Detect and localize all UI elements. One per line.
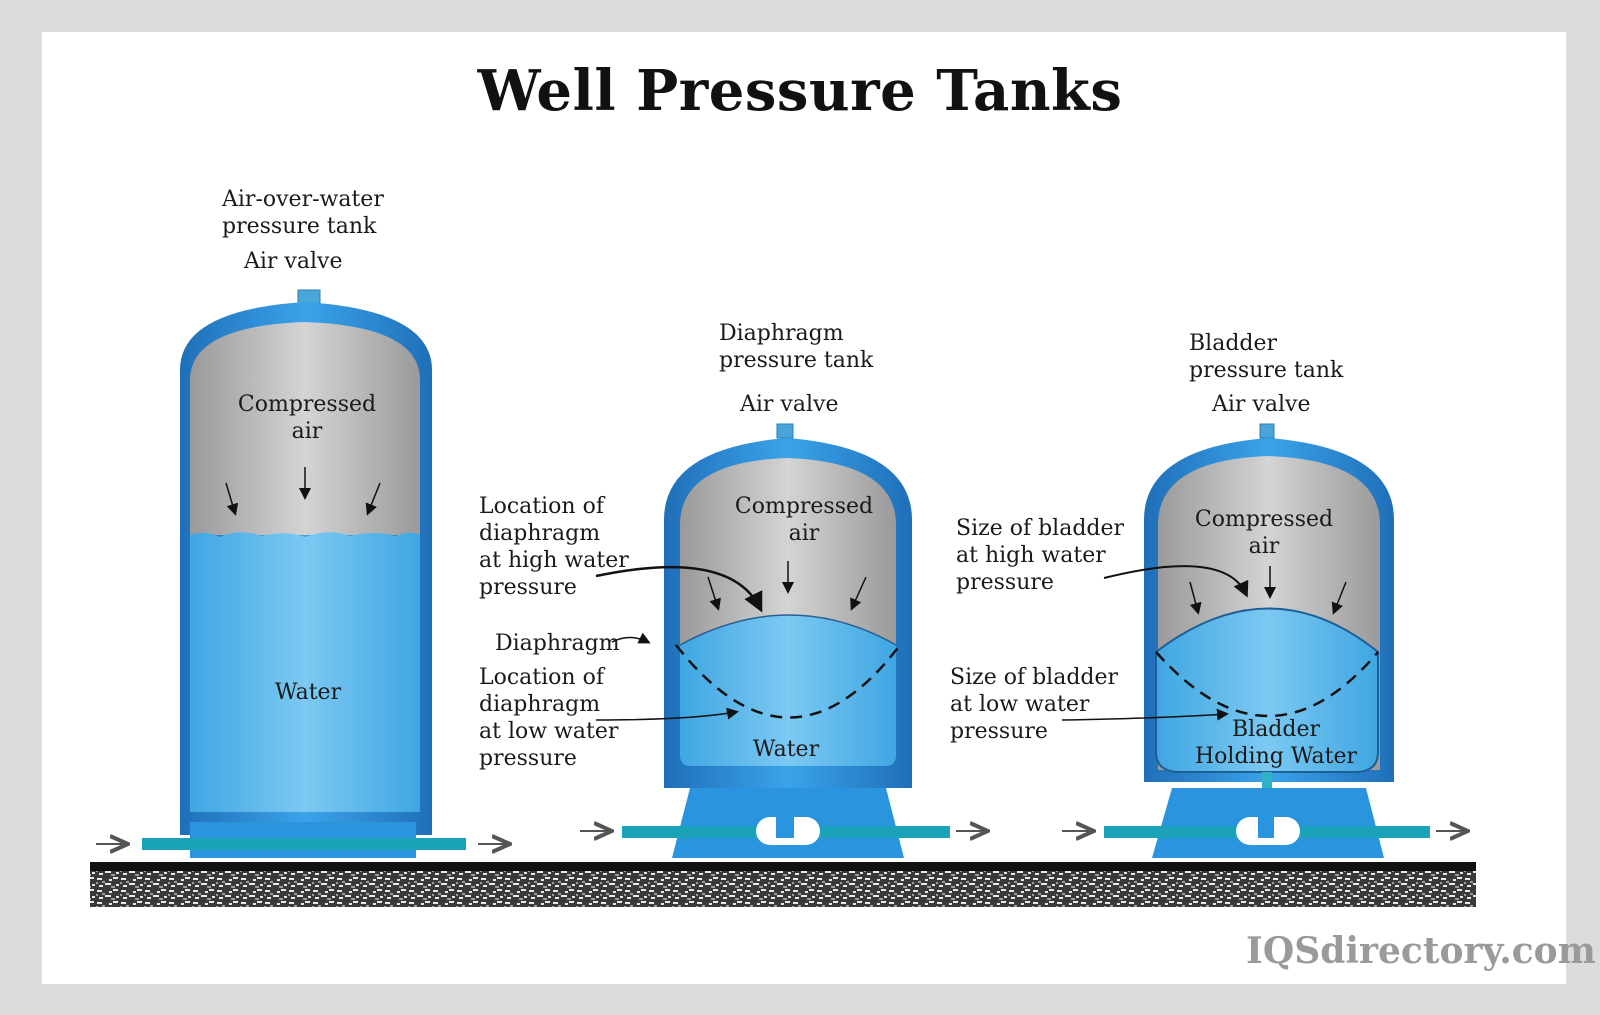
water-zone — [190, 532, 420, 812]
ground-surface — [90, 862, 1476, 871]
tank-name-diaphragm: Diaphragm pressure tank — [719, 321, 874, 373]
pressure-arrow — [365, 482, 381, 516]
gravel-ground — [90, 871, 1476, 907]
base-stem — [776, 812, 794, 838]
diagram-title: Well Pressure Tanks — [477, 58, 1123, 124]
compressed-air-label: Compressed air — [237, 392, 377, 444]
air-valve-cap — [776, 423, 794, 439]
low-pressure-leader — [1061, 708, 1229, 721]
compressed-air-zone — [190, 322, 420, 535]
iqsdirectory-watermark: IQSdirectory.com — [1246, 930, 1596, 972]
pressure-arrow — [225, 482, 239, 516]
water-label: Water — [752, 737, 820, 762]
compressed-air-label: Compressed air — [734, 494, 874, 546]
base-stem — [1258, 812, 1274, 838]
air-valve-label: Air valve — [740, 392, 839, 417]
air-over-water-tank — [96, 289, 508, 858]
compressed-air-zone — [680, 458, 896, 645]
bladder-stem — [1262, 772, 1272, 790]
water-label: Water — [274, 680, 342, 705]
diaphragm-label: Diaphragm — [495, 631, 620, 656]
pressure-arrow — [1331, 581, 1347, 615]
diaphragm-low-label: Location of diaphragm at low water press… — [479, 665, 619, 771]
bladder-water-label: Bladder Holding Water — [1194, 717, 1358, 769]
bladder — [1155, 607, 1379, 773]
pressure-arrow — [850, 576, 867, 611]
diaphragm-low-position — [675, 644, 901, 719]
compressed-air-label: Compressed air — [1194, 507, 1334, 559]
air-valve-label: Air valve — [244, 249, 343, 274]
inlet-outlet-pipe — [142, 838, 466, 850]
high-pressure-leader — [595, 565, 763, 613]
water-zone — [680, 615, 896, 766]
air-valve-cap — [297, 289, 321, 305]
bladder-low-size — [1155, 651, 1379, 718]
pressure-arrow — [1189, 581, 1202, 615]
tank-name-bladder: Bladder pressure tank — [1189, 331, 1344, 383]
air-valve-label: Air valve — [1212, 392, 1311, 417]
high-pressure-leader — [1103, 565, 1249, 598]
diaphragm — [679, 614, 897, 646]
low-pressure-leader — [595, 707, 739, 721]
bladder-low-label: Size of bladder at low water pressure — [950, 665, 1119, 744]
pressure-arrow — [707, 576, 721, 611]
air-valve-cap — [1259, 423, 1275, 439]
bladder-tank — [1061, 423, 1466, 858]
diaphragm-tank — [580, 423, 986, 858]
tank-name-air-over-water: Air-over-water pressure tank — [222, 187, 384, 239]
diaphragm-leader — [611, 632, 651, 644]
diaphragm-high-label: Location of diaphragm at high water pres… — [479, 494, 629, 600]
bladder-high-label: Size of bladder at high water pressure — [956, 516, 1125, 595]
